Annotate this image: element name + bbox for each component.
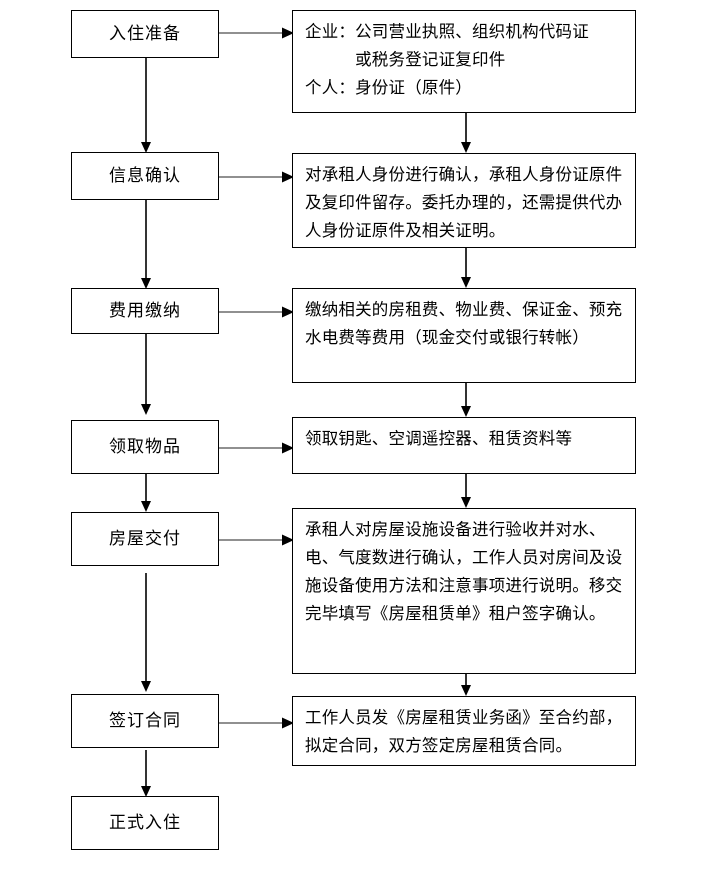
detail-node-ruzhu-zhunbei[interactable]: 企业：公司营业执照、组织机构代码证 或税务登记证复印件 个人：身份证（原件） xyxy=(292,10,636,113)
step-label: 领取物品 xyxy=(109,436,181,457)
step-label: 签订合同 xyxy=(109,710,181,731)
connector-step4-to-step5 xyxy=(138,473,154,513)
detail-node-lingqu-wupin[interactable]: 领取钥匙、空调遥控器、租赁资料等 xyxy=(292,417,636,474)
connector-step2-to-detail2 xyxy=(219,170,295,184)
step-node-feiyong-jiaona[interactable]: 费用缴纳 xyxy=(71,288,219,334)
connector-step1-to-detail1 xyxy=(219,26,295,40)
step-node-xinxi-queren[interactable]: 信息确认 xyxy=(71,152,219,200)
detail-text: 缴纳相关的房租费、物业费、保证金、预充水电费等费用（现金交付或银行转帐） xyxy=(305,300,623,347)
connector-detail5-to-detail6 xyxy=(458,673,474,697)
connector-step3-to-step4 xyxy=(138,332,154,416)
connector-step5-to-step6 xyxy=(138,573,154,693)
detail-text: 企业：公司营业执照、组织机构代码证 或税务登记证复印件 个人：身份证（原件） xyxy=(305,22,589,97)
detail-text: 对承租人身份进行确认，承租人身份证原件及复印件留存。委托办理的，还需提供代办人身… xyxy=(305,165,623,240)
connector-detail2-to-detail3 xyxy=(458,247,474,289)
connector-step2-to-step3 xyxy=(138,200,154,290)
detail-text: 承租人对房屋设施设备进行验收并对水、电、气度数进行确认，工作人员对房间及设施设备… xyxy=(305,520,623,623)
step-node-qianding-hetong[interactable]: 签订合同 xyxy=(71,694,219,748)
detail-text: 领取钥匙、空调遥控器、租赁资料等 xyxy=(305,429,573,448)
connector-step3-to-detail3 xyxy=(219,305,295,319)
detail-text: 工作人员发《房屋租赁业务函》至合约部，拟定合同，双方签定房屋租赁合同。 xyxy=(305,708,623,755)
connector-detail4-to-detail5 xyxy=(458,473,474,509)
connector-step5-to-detail5 xyxy=(219,533,295,547)
detail-node-feiyong-jiaona[interactable]: 缴纳相关的房租费、物业费、保证金、预充水电费等费用（现金交付或银行转帐） xyxy=(292,288,636,383)
connector-detail3-to-detail4 xyxy=(458,382,474,418)
step-label: 入住准备 xyxy=(109,23,181,44)
connector-step6-to-step7 xyxy=(138,750,154,798)
detail-node-xinxi-queren[interactable]: 对承租人身份进行确认，承租人身份证原件及复印件留存。委托办理的，还需提供代办人身… xyxy=(292,153,636,248)
detail-node-fangwu-jiaofu[interactable]: 承租人对房屋设施设备进行验收并对水、电、气度数进行确认，工作人员对房间及设施设备… xyxy=(292,508,636,674)
step-label: 信息确认 xyxy=(109,165,181,186)
connector-detail1-to-detail2 xyxy=(458,112,474,154)
step-label: 费用缴纳 xyxy=(109,300,181,321)
step-node-zhengshi-ruzhu[interactable]: 正式入住 xyxy=(71,796,219,850)
step-label: 房屋交付 xyxy=(109,528,181,549)
connector-step4-to-detail4 xyxy=(219,441,295,455)
step-node-fangwu-jiaofu[interactable]: 房屋交付 xyxy=(71,512,219,566)
step-node-lingqu-wupin[interactable]: 领取物品 xyxy=(71,420,219,474)
step-node-ruzhu-zhunbei[interactable]: 入住准备 xyxy=(71,10,219,58)
connector-step1-to-step2 xyxy=(138,58,154,154)
connector-step6-to-detail6 xyxy=(219,716,295,730)
detail-node-qianding-hetong[interactable]: 工作人员发《房屋租赁业务函》至合约部，拟定合同，双方签定房屋租赁合同。 xyxy=(292,696,636,766)
step-label: 正式入住 xyxy=(109,812,181,833)
